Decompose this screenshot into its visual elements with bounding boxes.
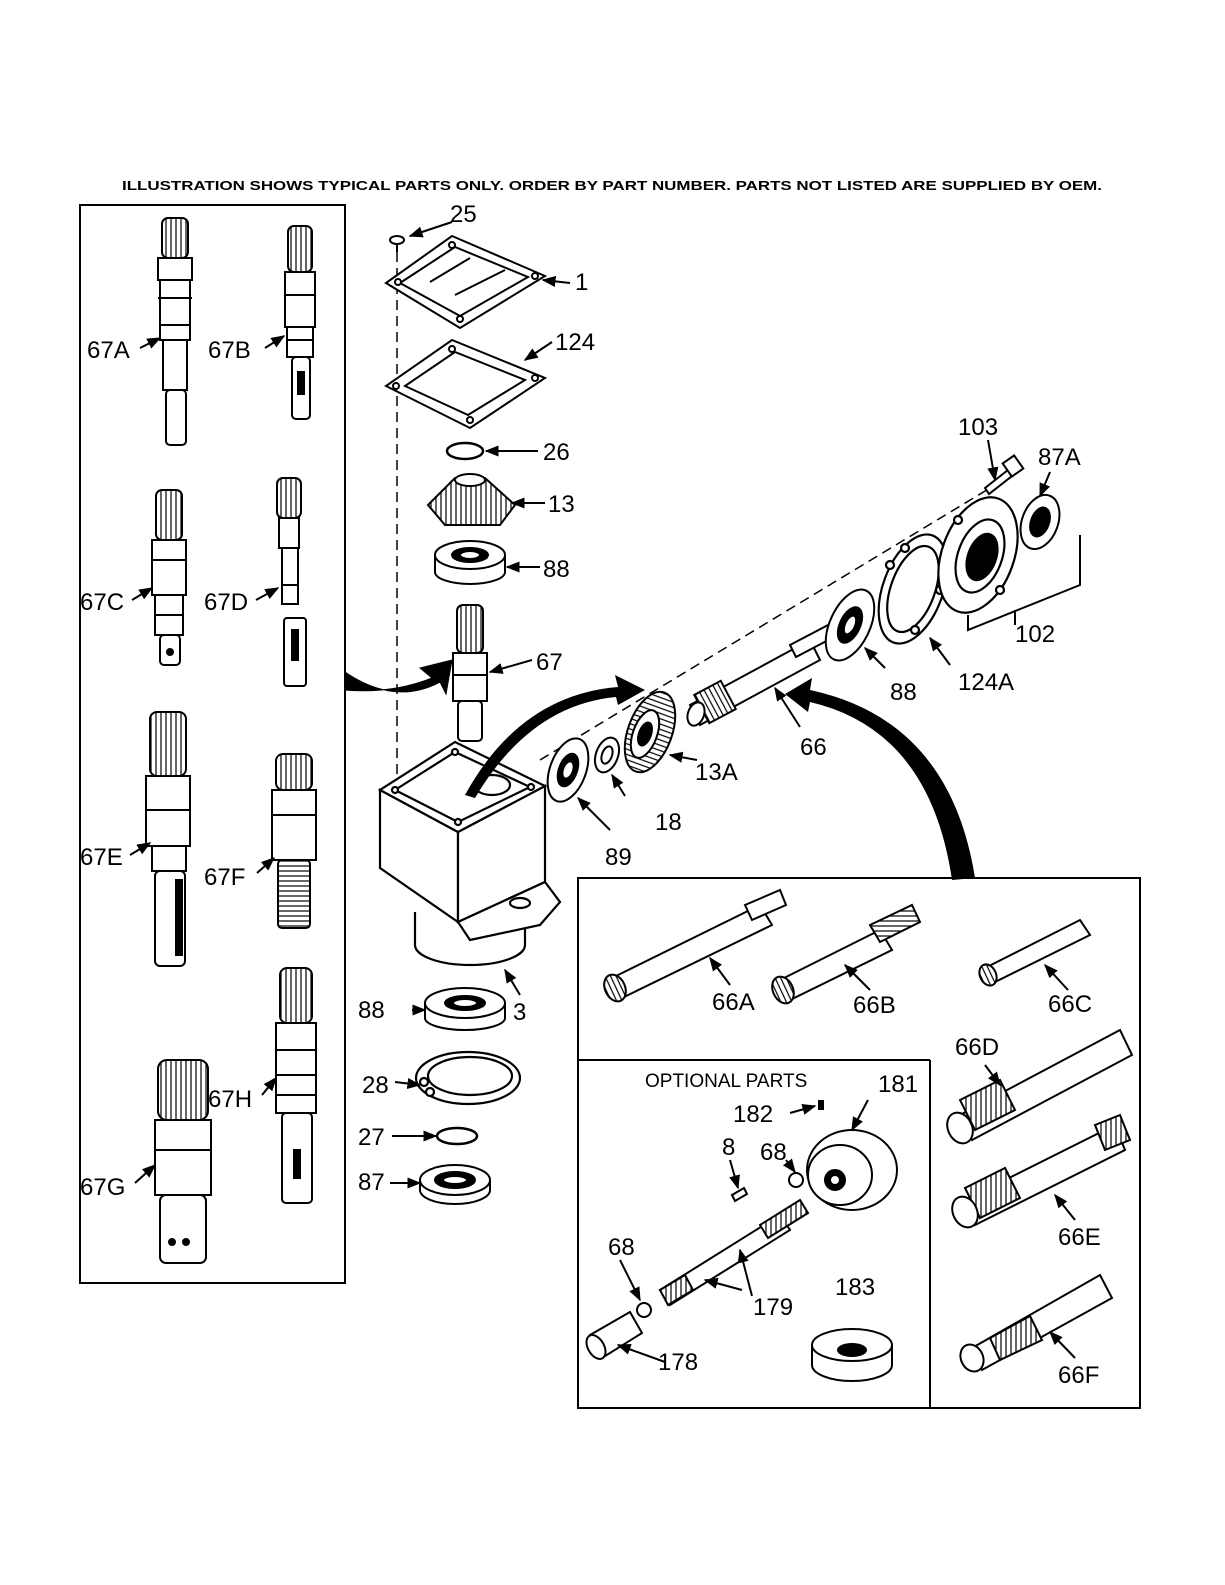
part-28-retaining-ring	[416, 1052, 520, 1104]
part-66-output-shaft	[684, 624, 836, 728]
part-87-oil-seal	[420, 1165, 490, 1204]
label-88-right: 88	[890, 679, 917, 706]
shaft-66A	[600, 890, 786, 1005]
part-27-snap-ring	[437, 1128, 477, 1144]
shaft-67G	[155, 1060, 211, 1263]
label-124: 124	[555, 329, 595, 356]
label-67E: 67E	[80, 844, 123, 871]
label-66A: 66A	[712, 989, 755, 1016]
label-181: 181	[878, 1071, 918, 1098]
shaft-67F	[272, 754, 316, 928]
shaft-67D	[277, 478, 306, 686]
label-88-upper: 88	[543, 556, 570, 583]
shaft-variants-67-panel: 67A 67B 67C 67D 67E 67F 67G 67H	[80, 205, 345, 1283]
label-67F: 67F	[204, 864, 245, 891]
label-87A: 87A	[1038, 444, 1081, 471]
part-182-set-screw	[818, 1100, 824, 1110]
part-25-screw	[390, 236, 404, 252]
right-panel-pointer-arrow	[785, 678, 975, 880]
label-183: 183	[835, 1274, 875, 1301]
part-26-snap-ring	[447, 443, 483, 459]
label-87: 87	[358, 1169, 385, 1196]
label-66B: 66B	[853, 992, 896, 1019]
label-66C: 66C	[1048, 991, 1092, 1018]
part-18-spacer	[591, 734, 624, 775]
label-182: 182	[733, 1101, 773, 1128]
part-13-bevel-gear	[428, 474, 515, 525]
shaft-67E	[146, 712, 190, 966]
shaft-67B	[285, 226, 315, 419]
part-179-shaft	[660, 1200, 808, 1305]
label-67A: 67A	[87, 337, 130, 364]
shaft-66B	[768, 905, 920, 1007]
label-67G: 67G	[80, 1174, 125, 1201]
part-88-bearing-lower	[425, 988, 505, 1030]
left-panel-pointer-arrow	[345, 660, 452, 694]
shaft-66C	[976, 920, 1090, 988]
label-13A: 13A	[695, 759, 738, 786]
label-68-upper: 68	[760, 1139, 787, 1166]
shaft-67A	[158, 218, 192, 445]
shaft-67C	[152, 490, 186, 665]
part-181-pulley	[807, 1130, 897, 1210]
label-67B: 67B	[208, 337, 251, 364]
label-13: 13	[548, 491, 575, 518]
part-124-gasket	[386, 340, 545, 428]
part-88-bearing-upper	[435, 541, 505, 584]
label-103: 103	[958, 414, 998, 441]
label-178: 178	[658, 1349, 698, 1376]
label-89: 89	[605, 844, 632, 871]
label-18: 18	[655, 809, 682, 836]
part-178-sleeve	[583, 1312, 642, 1362]
label-124A: 124A	[958, 669, 1014, 696]
label-25: 25	[450, 201, 477, 228]
header-disclaimer: ILLUSTRATION SHOWS TYPICAL PARTS ONLY. O…	[122, 179, 1102, 193]
part-68-nut-upper	[789, 1173, 803, 1187]
label-179: 179	[753, 1294, 793, 1321]
part-183-cup	[812, 1329, 892, 1381]
label-3: 3	[513, 999, 526, 1026]
label-8: 8	[722, 1134, 735, 1161]
part-87A-oil-seal	[1014, 490, 1067, 555]
label-67H: 67H	[208, 1086, 252, 1113]
label-66: 66	[800, 734, 827, 761]
optional-parts-title: OPTIONAL PARTS	[645, 1071, 807, 1092]
label-88-lower: 88	[358, 997, 385, 1024]
label-66F: 66F	[1058, 1362, 1099, 1389]
part-68-nut-lower	[637, 1303, 651, 1317]
label-66D: 66D	[955, 1034, 999, 1061]
part-3-gearbox-housing	[380, 742, 560, 965]
label-26: 26	[543, 439, 570, 466]
part-8-key	[732, 1188, 747, 1201]
part-1-cover-plate	[386, 236, 545, 328]
shaft-67H	[276, 968, 316, 1203]
label-66E: 66E	[1058, 1224, 1101, 1251]
label-67C: 67C	[80, 589, 124, 616]
label-67: 67	[536, 649, 563, 676]
shaft-66F	[956, 1275, 1112, 1375]
label-68-lower: 68	[608, 1234, 635, 1261]
label-28: 28	[362, 1072, 389, 1099]
part-67-input-shaft	[453, 605, 487, 741]
label-27: 27	[358, 1124, 385, 1151]
part-89-bearing	[540, 733, 596, 807]
label-1: 1	[575, 269, 588, 296]
label-102: 102	[1015, 621, 1055, 648]
label-67D: 67D	[204, 589, 248, 616]
